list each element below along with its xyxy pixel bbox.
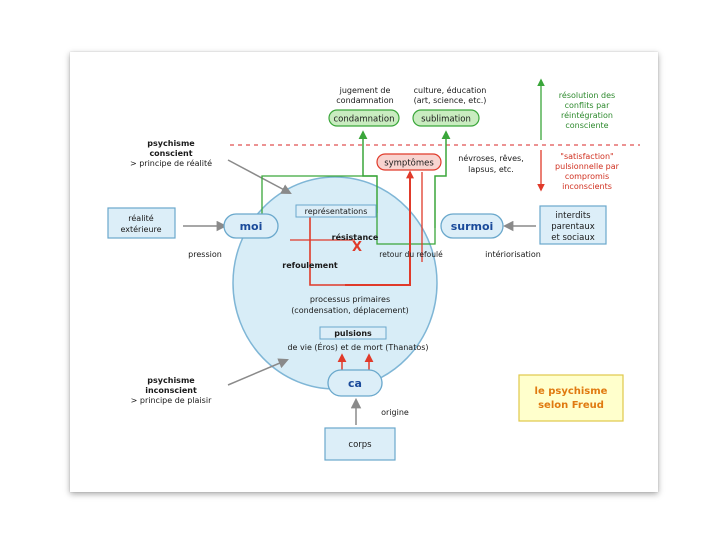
processus-line-1: processus primaires bbox=[310, 295, 390, 304]
sublimation-box bbox=[412, 109, 480, 127]
green-line-retour bbox=[376, 213, 436, 245]
corps-box bbox=[324, 427, 396, 461]
realite-line-1: réalité bbox=[128, 213, 154, 223]
realite-line-2: extérieure bbox=[120, 224, 161, 234]
condamnation-box bbox=[328, 109, 400, 127]
culture-line-1: culture, éducation bbox=[414, 85, 487, 95]
culture-line-2: (art, science, etc.) bbox=[414, 96, 487, 105]
interdits-line-2: parentaux bbox=[551, 222, 595, 232]
conscious-pointer-arrow bbox=[227, 159, 292, 194]
conscient-line-2: conscient bbox=[149, 149, 192, 158]
resolution-line-1: résolution des bbox=[559, 90, 615, 100]
satisfaction-line-1: "satisfaction" bbox=[560, 152, 613, 161]
inconscient-line-3: > principe de plaisir bbox=[131, 396, 212, 405]
interdits-line-1: interdits bbox=[555, 211, 591, 221]
resolution-line-4: consciente bbox=[565, 121, 608, 130]
moi-label: moi bbox=[240, 220, 263, 233]
resolution-line-2: conflits par bbox=[565, 101, 610, 110]
inconscient-line-1: psychisme bbox=[147, 376, 195, 385]
title-box bbox=[518, 374, 624, 422]
nevroses-line-1: névroses, rêves, bbox=[458, 153, 523, 163]
resistance-x-mark: X bbox=[352, 240, 362, 255]
pression-label: pression bbox=[188, 250, 222, 259]
surmoi-node bbox=[440, 213, 504, 239]
interiorisation-label: intériorisation bbox=[485, 249, 541, 259]
representations-box bbox=[295, 204, 377, 218]
jugement-line-2: condamnation bbox=[336, 96, 393, 105]
vie-mort-label: de vie (Éros) et de mort (Thanatos) bbox=[287, 341, 428, 352]
realite-exterieure-box bbox=[107, 207, 176, 239]
origine-label: origine bbox=[381, 408, 409, 417]
unconscious-pointer-arrow bbox=[227, 358, 289, 386]
title-line-2: selon Freud bbox=[538, 400, 604, 411]
ca-node bbox=[327, 369, 383, 397]
green-line-sublimation bbox=[434, 130, 451, 228]
satisfaction-line-4: inconscients bbox=[562, 182, 612, 191]
title-line-1: le psychisme bbox=[535, 386, 608, 397]
representations-label: représentations bbox=[305, 206, 368, 216]
interdits-line-3: et sociaux bbox=[551, 233, 595, 243]
retour-label: retour du refoulé bbox=[379, 250, 443, 259]
nevroses-line-2: lapsus, etc. bbox=[468, 165, 514, 174]
symptomes-box bbox=[376, 153, 442, 171]
condamnation-label: condamnation bbox=[333, 115, 394, 125]
satisfaction-line-2: pulsionnelle par bbox=[555, 162, 620, 171]
symptomes-label: symptômes bbox=[384, 158, 434, 169]
resolution-line-3: réintégration bbox=[561, 110, 613, 120]
resistance-label: résistance bbox=[332, 232, 379, 242]
inconscient-line-2: inconscient bbox=[145, 386, 197, 395]
corps-label: corps bbox=[348, 440, 372, 450]
red-line-to-symptomes bbox=[345, 170, 414, 286]
conscient-line-1: psychisme bbox=[147, 139, 195, 148]
pulsions-box bbox=[319, 326, 387, 340]
processus-line-2: (condensation, déplacement) bbox=[291, 305, 409, 315]
refoulement-label: refoulement bbox=[282, 261, 338, 270]
moi-node bbox=[223, 213, 279, 239]
conscient-line-3: > principe de réalité bbox=[130, 158, 212, 168]
green-line-moi bbox=[261, 175, 377, 230]
jugement-line-1: jugement de bbox=[339, 86, 391, 95]
pulsions-label: pulsions bbox=[334, 329, 372, 338]
ca-label: ca bbox=[348, 377, 362, 390]
satisfaction-line-3: compromis bbox=[565, 172, 609, 181]
interdits-box bbox=[539, 205, 607, 245]
sublimation-label: sublimation bbox=[421, 115, 471, 125]
surmoi-label: surmoi bbox=[451, 220, 494, 233]
